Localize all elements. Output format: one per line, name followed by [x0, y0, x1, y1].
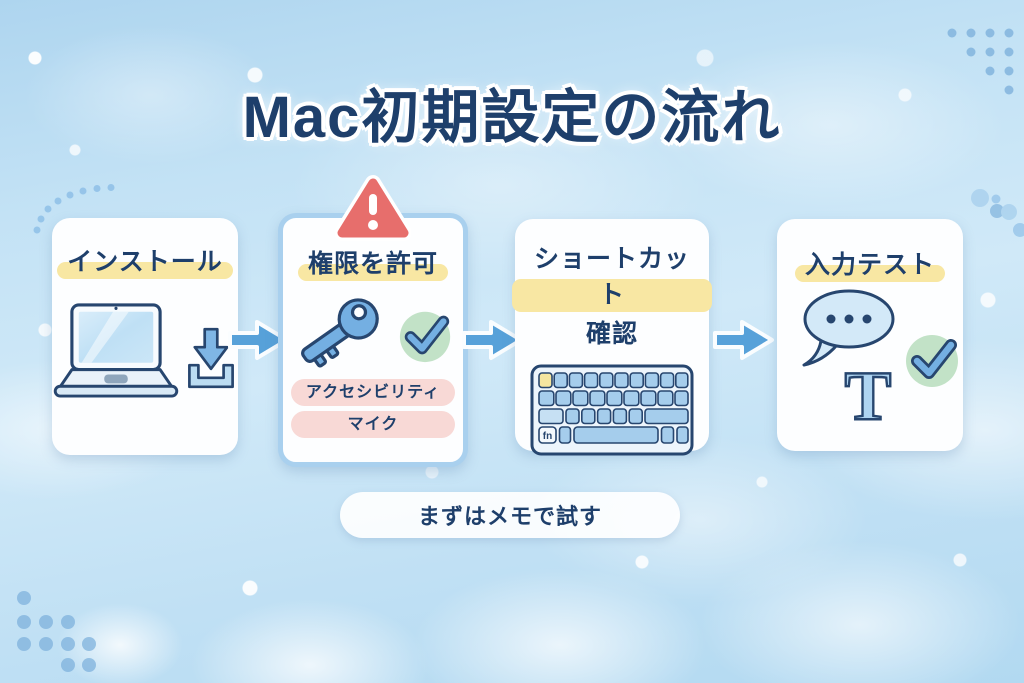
check-icon	[399, 311, 451, 363]
step-card-shortcut-check: ショートカット 確認	[512, 219, 712, 456]
download-icon	[188, 327, 234, 389]
step-title: インストール	[52, 242, 238, 279]
permission-tag-microphone: マイク	[291, 411, 455, 438]
chat-bubble-icon	[802, 289, 895, 367]
permission-tag-accessibility: アクセシビリティ	[291, 379, 455, 406]
step-shortcut-label-line1: ショートカット	[512, 239, 712, 312]
page-title: Mac初期設定の流れ	[242, 85, 782, 150]
step-title: 入力テスト	[777, 245, 963, 282]
step-install-label: インストール	[57, 242, 233, 279]
laptop-icon	[53, 303, 179, 398]
text-t-icon: T	[843, 359, 892, 431]
check-icon	[906, 335, 958, 387]
step-input-test-label: 入力テスト	[794, 245, 946, 282]
dots-arc-decoration	[33, 184, 115, 234]
step-permissions-label: 権限を許可	[297, 244, 449, 281]
flow-arrow-icon	[228, 320, 289, 360]
flow-arrow-icon	[713, 320, 774, 360]
step-title: 権限を許可	[283, 244, 463, 281]
step-card-input-test: 入力テスト T	[777, 219, 963, 451]
keyboard-icon: fn	[530, 364, 694, 456]
fn-key-label: fn	[543, 431, 552, 442]
dots-decoration-bottom-left	[17, 591, 96, 672]
footer-note-text: まずはメモで試す	[417, 504, 602, 529]
step-card-permissions: 権限を許可 アクセシビリティ マイク	[278, 175, 468, 467]
step-shortcut-label-line2: 確認	[585, 320, 638, 348]
step-card-install: インストール	[52, 218, 238, 455]
t-glyph: T	[845, 359, 892, 431]
flow-arrow-icon	[462, 320, 523, 360]
key-icon	[301, 298, 379, 368]
step-title: ショートカット	[512, 239, 712, 312]
dots-decoration-top-right	[947, 28, 1014, 95]
bubbles-decoration-right	[971, 189, 1024, 237]
footer-note: まずはメモで試す	[340, 492, 680, 538]
warning-icon	[335, 175, 411, 241]
